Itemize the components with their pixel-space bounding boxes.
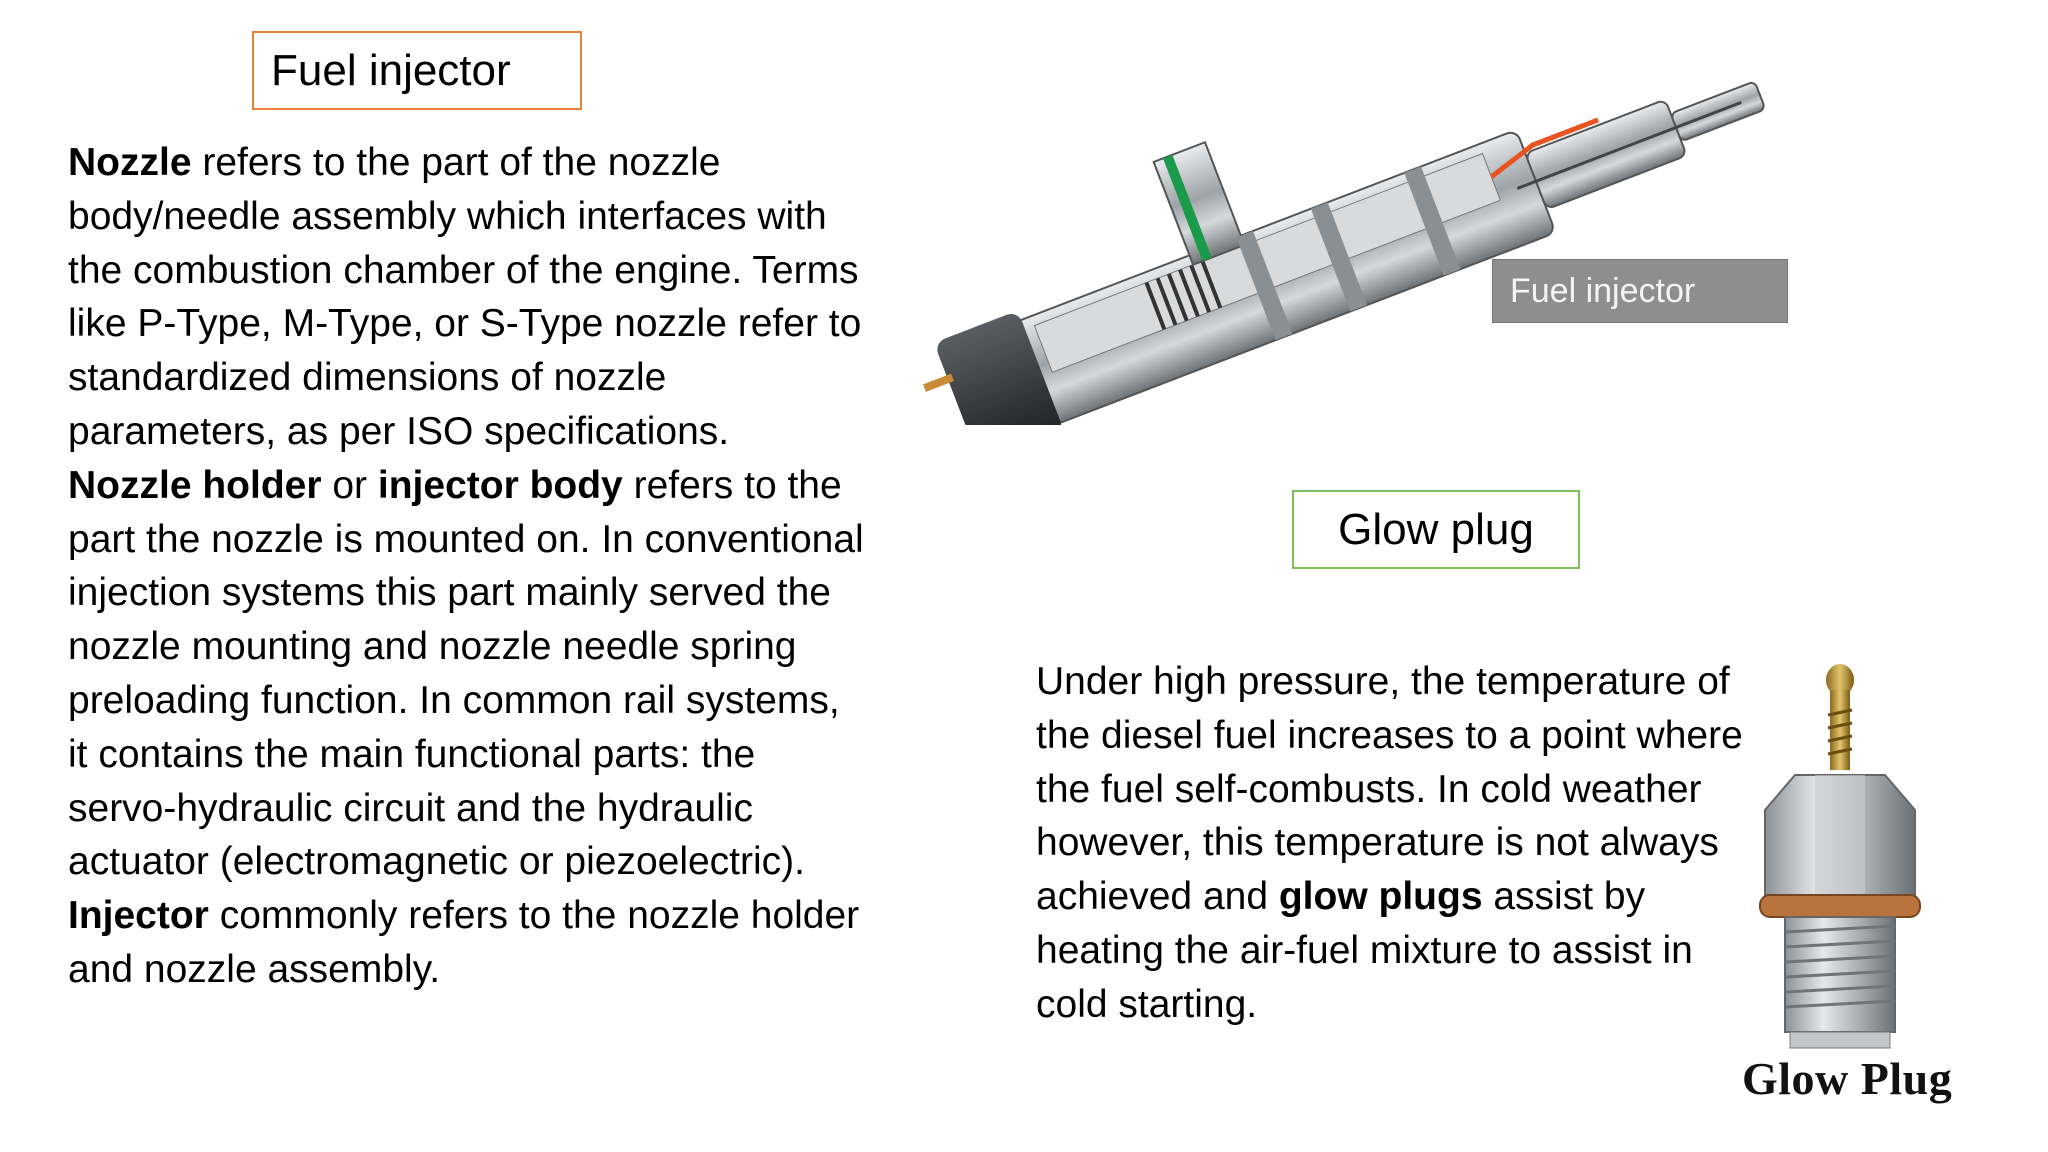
nozzle-paragraph: Nozzle refers to the part of the nozzle … <box>68 136 868 459</box>
fuel-injector-title: Fuel injector <box>252 31 582 110</box>
injector-text: commonly refers to the nozzle holder and… <box>68 894 860 991</box>
glow-text-after: assist by heating the air-fuel mixture t… <box>1036 875 1693 1026</box>
nozzle-holder-paragraph: Nozzle holder or injector body refers to… <box>68 459 868 889</box>
glow-plug-caption: Glow Plug <box>1742 1053 1953 1104</box>
fuel-injector-label: Fuel injector <box>1492 259 1788 323</box>
or-connector: or <box>321 463 378 507</box>
glow-plug-paragraph: Under high pressure, the temperature of … <box>1036 655 1756 1032</box>
glow-plugs-term: glow plugs <box>1278 875 1483 919</box>
nozzle-holder-term: Nozzle holder <box>68 463 322 507</box>
nozzle-term: Nozzle <box>68 141 192 184</box>
fuel-injector-label-text: Fuel injector <box>1510 271 1696 310</box>
nozzle-text: refers to the part of the nozzle body/ne… <box>68 141 862 453</box>
injector-body-term: injector body <box>377 463 623 507</box>
glow-plug-title: Glow plug <box>1292 490 1580 569</box>
glow-plug-image <box>1759 664 1921 1049</box>
injector-term: Injector <box>68 894 209 938</box>
injector-paragraph: Injector commonly refers to the nozzle h… <box>68 889 868 997</box>
fuel-injector-title-text: Fuel injector <box>271 45 511 95</box>
glow-plug-title-text: Glow plug <box>1338 504 1534 554</box>
nozzle-holder-text: refers to the part the nozzle is mounted… <box>68 463 864 884</box>
glow-plug-description: Under high pressure, the temperature of … <box>1036 655 1756 1032</box>
glow-text-before: Under high pressure, the temperature of … <box>1036 660 1743 919</box>
fuel-injector-image <box>923 81 1765 425</box>
left-description: Nozzle refers to the part of the nozzle … <box>68 136 868 997</box>
